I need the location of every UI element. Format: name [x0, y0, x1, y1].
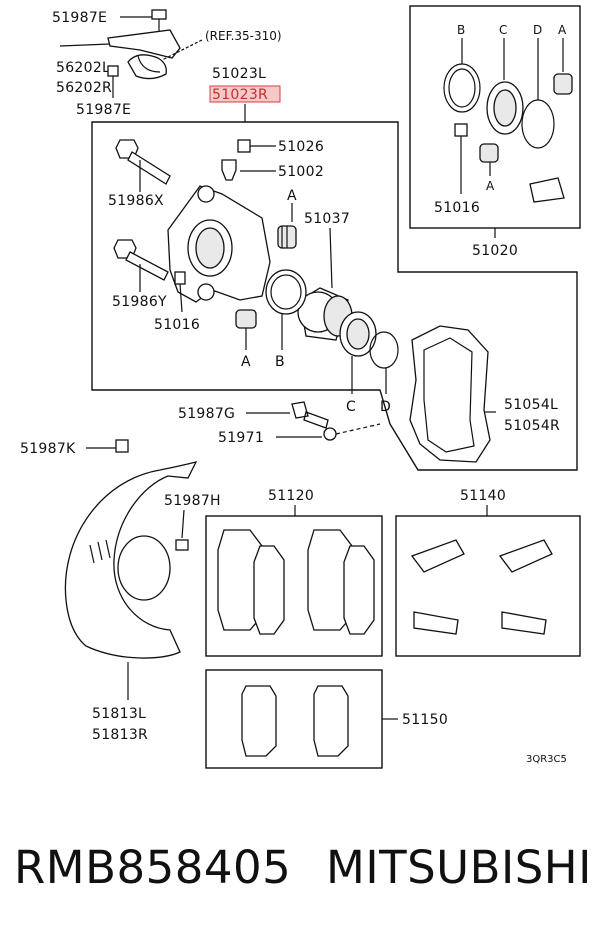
bleeder-screw-51002 [221, 159, 237, 181]
piston-seal-B [265, 269, 307, 315]
label-ref-35-310[interactable]: (REF.35-310) [205, 29, 282, 43]
boot-ring-D [369, 331, 399, 369]
pin-boot-A-2 [235, 309, 257, 329]
bolt-51987E-top [151, 9, 167, 20]
label-kit-A-2[interactable]: A [486, 179, 495, 193]
label-51987K[interactable]: 51987K [20, 441, 76, 457]
kit-seal-B [443, 63, 481, 113]
bolt-51987K [115, 439, 129, 453]
label-C-1[interactable]: C [346, 399, 356, 415]
bolt-51987H [175, 539, 189, 551]
bolt-51987G [291, 401, 329, 429]
washer-51971 [323, 427, 337, 441]
guide-pin-51986Y [113, 239, 169, 292]
bleeder-cap-51026 [237, 139, 251, 153]
label-51020[interactable]: 51020 [472, 243, 518, 259]
pad-set-box-51120 [205, 515, 383, 657]
footer: RMB858405 MITSUBISHI [0, 835, 600, 905]
label-56202R[interactable]: 56202R [56, 80, 112, 96]
label-51971[interactable]: 51971 [218, 430, 264, 446]
kit-grease-packet [529, 177, 565, 203]
brake-pad-set [217, 529, 375, 635]
label-51037[interactable]: 51037 [304, 211, 350, 227]
label-51023L[interactable]: 51023L [212, 66, 266, 82]
label-kit-B[interactable]: B [457, 23, 465, 37]
highlight-51023R [209, 85, 281, 103]
label-51987G[interactable]: 51987G [178, 406, 235, 422]
label-51987E-top[interactable]: 51987E [52, 10, 107, 26]
bracket-56202 [107, 29, 181, 59]
label-51016-a[interactable]: 51016 [154, 317, 200, 333]
label-51023R[interactable]: 51023R [212, 87, 268, 103]
part-number: RMB858405 [14, 841, 292, 894]
label-D-1[interactable]: D [380, 399, 391, 415]
bolt-51987E [107, 65, 119, 77]
label-51987H[interactable]: 51987H [164, 493, 221, 509]
pad-shim-set [241, 685, 349, 757]
pad-clip-set [410, 539, 553, 635]
kit-ring-D [521, 99, 555, 149]
kit-boot-A-2 [479, 143, 499, 163]
label-kit-A[interactable]: A [558, 23, 567, 37]
label-kit-D[interactable]: D [533, 23, 542, 37]
kit-bushing-51016 [454, 123, 468, 137]
label-51054L[interactable]: 51054L [504, 397, 558, 413]
hose-clip [127, 54, 167, 80]
label-51002[interactable]: 51002 [278, 164, 324, 180]
guide-pin-51986X [115, 139, 171, 192]
label-diagram-code: 3QR3C5 [526, 754, 567, 765]
caliper-body [167, 185, 271, 303]
kit-boot-A [553, 73, 573, 95]
label-56202L[interactable]: 56202L [56, 60, 110, 76]
label-A-2[interactable]: A [241, 354, 251, 370]
caliper-assembly-outline [91, 121, 578, 471]
label-B-1[interactable]: B [275, 354, 285, 370]
label-51987E-bottom[interactable]: 51987E [76, 102, 131, 118]
brand-name: MITSUBISHI [326, 841, 592, 894]
label-51813R[interactable]: 51813R [92, 727, 148, 743]
label-kit-C[interactable]: C [499, 23, 507, 37]
bushing-51016 [174, 271, 186, 285]
shim-set-box-51150 [205, 669, 383, 769]
label-51026[interactable]: 51026 [278, 139, 324, 155]
label-51986Y[interactable]: 51986Y [112, 294, 167, 310]
support-bracket-51054 [409, 325, 491, 463]
bracket-assembly: 51987E (REF.35-310) 56202L 56202R 51987E [52, 9, 282, 118]
label-51016-b[interactable]: 51016 [434, 200, 480, 216]
clip-set-box-51140 [395, 515, 581, 657]
label-51813L[interactable]: 51813L [92, 706, 146, 722]
label-A-1[interactable]: A [287, 188, 297, 204]
label-51054R[interactable]: 51054R [504, 418, 560, 434]
label-51150[interactable]: 51150 [402, 712, 448, 728]
label-51140[interactable]: 51140 [460, 488, 506, 504]
dust-shield-51813 [64, 461, 198, 659]
label-51986X[interactable]: 51986X [108, 193, 164, 209]
label-51120[interactable]: 51120 [268, 488, 314, 504]
